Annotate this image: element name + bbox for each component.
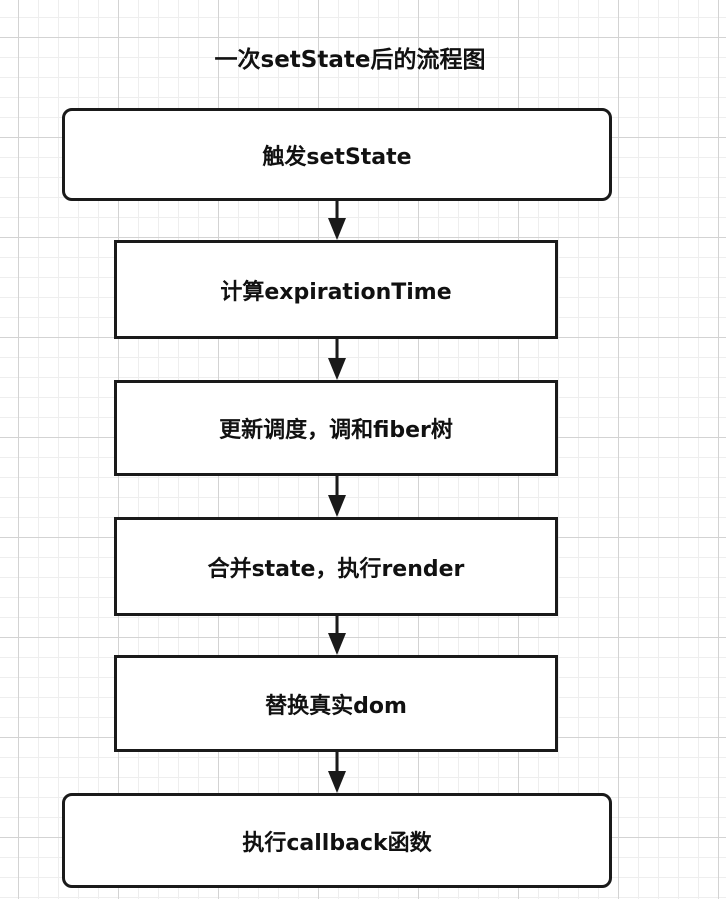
- arrow-4: [328, 615, 346, 655]
- arrow-2: [328, 338, 346, 380]
- step-label: 计算expirationTime: [220, 279, 452, 305]
- step-trigger-setstate: 触发setState: [62, 108, 612, 201]
- step-label: 触发setState: [262, 144, 412, 170]
- step-merge-state-render: 合并state，执行render: [114, 517, 558, 616]
- step-label: 合并state，执行render: [207, 556, 465, 582]
- step-label: 替换真实dom: [265, 693, 407, 719]
- step-label: 执行callback函数: [242, 830, 432, 856]
- step-calc-expiration-time: 计算expirationTime: [114, 240, 558, 339]
- step-run-callback: 执行callback函数: [62, 793, 612, 888]
- diagram-title: 一次setState后的流程图: [214, 47, 486, 73]
- arrow-5: [328, 751, 346, 793]
- arrow-3: [328, 475, 346, 517]
- arrow-1: [328, 200, 346, 240]
- step-replace-dom: 替换真实dom: [114, 655, 558, 752]
- step-label: 更新调度，调和fiber树: [219, 418, 453, 443]
- step-schedule-reconcile: 更新调度，调和fiber树: [114, 380, 558, 476]
